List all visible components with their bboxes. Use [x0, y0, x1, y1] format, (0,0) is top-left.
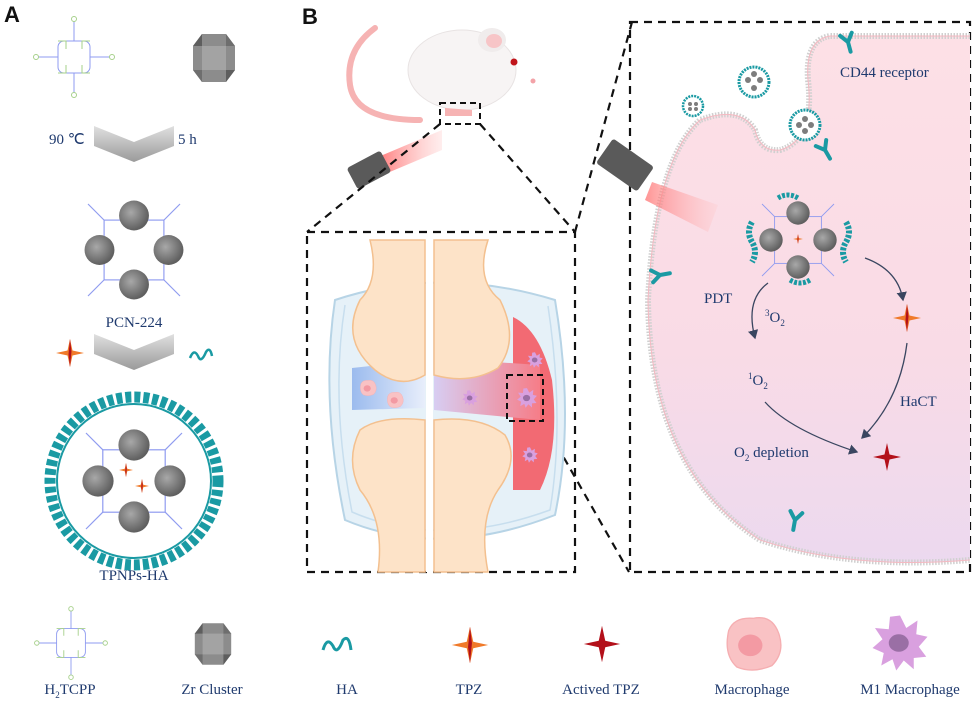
nanoparticle-small-1 [681, 94, 705, 118]
hact-label: HaCT [900, 394, 937, 410]
legend-icons [34, 606, 928, 680]
panel-b-label: B [302, 4, 318, 29]
pcn-224-label: PCN-224 [105, 315, 163, 331]
legend-macrophage-icon [726, 616, 782, 671]
legend-zr-cluster-icon [194, 623, 232, 665]
cd44-receptor-label: CD44 receptor [840, 65, 929, 81]
chevron-down-arrow-1 [94, 126, 174, 162]
legend-m1-macrophage-icon [872, 615, 928, 671]
pathway-arrows [747, 257, 908, 455]
cell-panel [628, 20, 972, 574]
triplet-oxygen-label: 3O2 [765, 308, 785, 328]
tpnps-ha-label: TPNPs-HA [99, 568, 169, 584]
nanoparticle-small-3 [788, 108, 822, 142]
pdt-label: PDT [704, 291, 733, 307]
reaction-temperature: 90 ℃ [49, 132, 85, 148]
laser-device-1 [347, 130, 442, 189]
mouse-illustration [346, 25, 536, 123]
legend-actived-tpz-label: Actived TPZ [562, 682, 640, 698]
chevron-down-arrow-2 [94, 334, 174, 370]
zr-cluster-icon [193, 34, 235, 82]
tpnps-ha-nanoparticle [44, 391, 224, 571]
internalized-nanoparticle [746, 192, 852, 286]
legend-h2tcpp-icon [34, 606, 108, 680]
legend-tpz-icon [451, 626, 489, 664]
legend-macrophage-label: Macrophage [714, 682, 790, 698]
ha-chain-icon [188, 348, 214, 361]
laser-device-2 [597, 139, 718, 232]
arrow-o2-depletion [764, 401, 859, 455]
panel-a [33, 16, 235, 571]
legend-tpz-label: TPZ [455, 682, 483, 698]
nanoparticle-small-2 [737, 65, 771, 99]
panel-a-label: A [4, 2, 20, 27]
legend-zr-cluster-label: Zr Cluster [181, 682, 243, 698]
zoom-region-box-joint [506, 374, 544, 422]
singlet-oxygen-label: 1O2 [748, 371, 768, 391]
legend-m1-macrophage-label: M1 Macrophage [860, 682, 960, 698]
o2-depletion-label: O2 depletion [734, 445, 809, 463]
legend-h2tcpp-label: H2TCPP [44, 682, 96, 700]
arrow-pdt [747, 282, 769, 340]
legend-ha-label: HA [336, 682, 358, 698]
legend-actived-tpz-icon [583, 625, 621, 663]
tpz-star-icon [56, 339, 84, 367]
arrow-tpz-release [864, 257, 907, 302]
arrow-hact [861, 342, 908, 439]
knee-joint [328, 239, 566, 573]
pcn-224-framework [83, 199, 185, 301]
reaction-time: 5 h [178, 132, 197, 148]
h2tcpp-molecule [33, 16, 115, 98]
legend-ha-icon [321, 636, 353, 652]
zoom-region-box-mouse [439, 102, 481, 125]
